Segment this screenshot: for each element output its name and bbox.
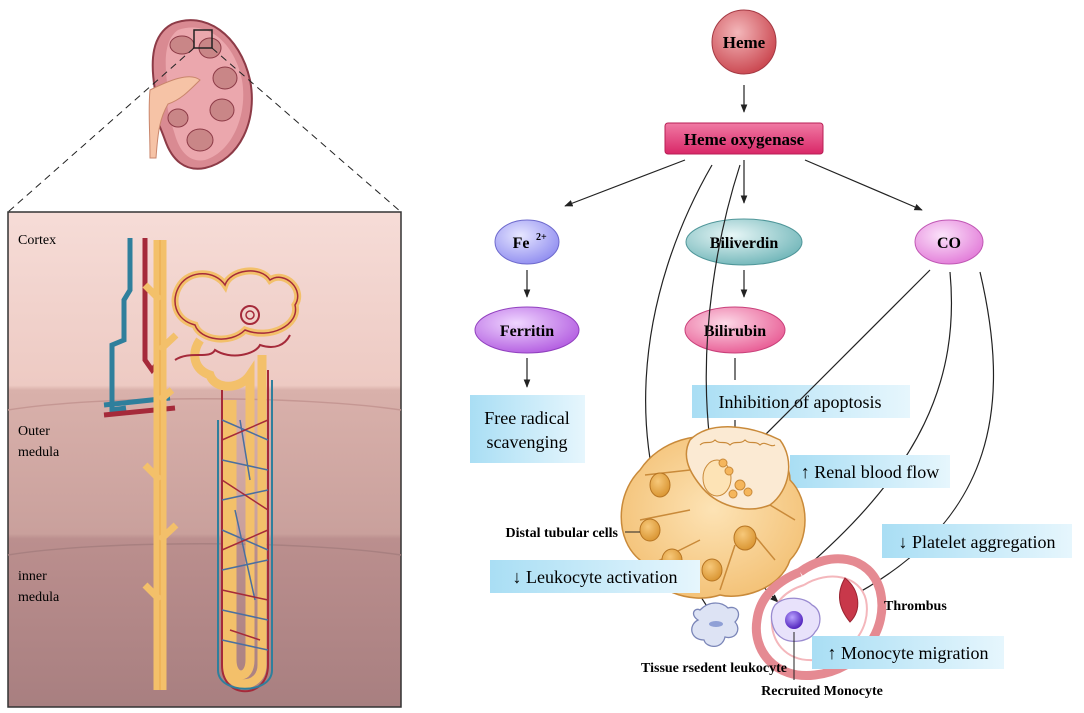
recruited-monocyte: [770, 597, 821, 643]
bilirubin-node: [684, 306, 786, 354]
nephron-drawing: [103, 238, 302, 693]
fe-superscript: 2+: [536, 232, 547, 243]
leukocyte-activation-label: ↓ Leukocyte activation: [513, 567, 678, 587]
renal-blood-flow-box: [790, 455, 950, 488]
tissue-leukocyte-label: Tissue rsedent leukocyte: [641, 661, 787, 676]
heme-oxygenase-node: [664, 122, 824, 155]
platelet-box: [882, 524, 1072, 558]
free-radical-line1: Free radical: [484, 408, 569, 428]
heme-node: [711, 9, 777, 75]
zone-inner-line1: inner: [18, 569, 47, 584]
heme-oxygenase-label: Heme oxygenase: [684, 130, 805, 149]
co-node: [914, 219, 984, 265]
biliverdin-label: Biliverdin: [710, 235, 779, 252]
distal-label: Distal tubular cells: [505, 526, 618, 541]
zone-outer-line2: medula: [18, 445, 60, 460]
apoptosis-label: Inhibition of apoptosis: [719, 392, 882, 412]
platelet-label: ↓ Platelet aggregation: [899, 532, 1056, 552]
arrow-ho-fe: [564, 159, 686, 207]
thrombus-label: Thrombus: [884, 599, 947, 614]
arrow-ho-co: [804, 159, 923, 211]
biliverdin-node: [685, 218, 803, 266]
ferritin-node: [474, 306, 580, 354]
recruited-monocyte-label: Recruited Monocyte: [761, 684, 883, 699]
heme-label: Heme: [723, 33, 766, 52]
free-radical-line2: scavenging: [487, 432, 568, 452]
kidney-illustration: [148, 19, 253, 170]
distal-tubular-cells: [620, 426, 806, 599]
curve-co-thrombus: [841, 271, 995, 606]
apoptosis-box: [692, 385, 910, 418]
co-label: CO: [937, 235, 961, 252]
monocyte-migration-box: [812, 636, 1004, 669]
free-radical-box: [470, 395, 585, 463]
ferritin-label: Ferritin: [500, 323, 554, 340]
tissue-leukocyte: [691, 602, 740, 648]
fe-label: Fe: [513, 235, 530, 252]
zone-outer-line1: Outer: [18, 424, 50, 439]
nephron-panel: [7, 211, 402, 708]
zone-cortex: Cortex: [18, 233, 56, 248]
leukocyte-activation-box: [490, 560, 700, 593]
curve-co-vessel: [802, 271, 953, 571]
renal-blood-flow-label: ↑ Renal blood flow: [801, 462, 939, 482]
inhibit-co-cells: [750, 269, 931, 450]
fe-node: [494, 219, 560, 265]
zone-inner-line2: medula: [18, 590, 60, 605]
monocyte-migration-label: ↑ Monocyte migration: [828, 643, 989, 663]
bilirubin-label: Bilirubin: [704, 323, 766, 340]
